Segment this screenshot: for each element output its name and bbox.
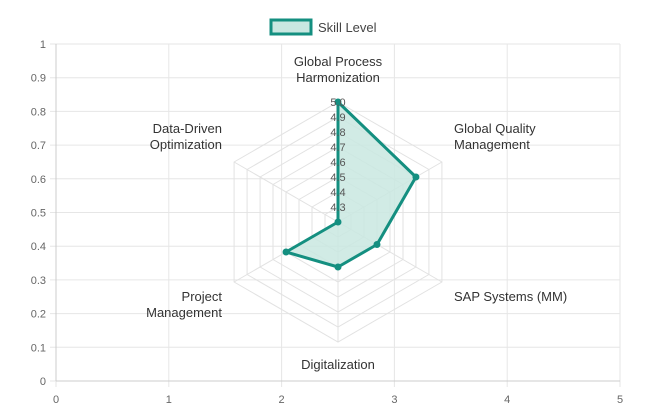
radar-tick-label: 4.7 [330,142,345,154]
radar-tick-label: 4.3 [330,202,345,214]
y-axis-ticks: 0 0.1 0.2 0.3 0.4 0.5 0.6 0.7 0.8 0.9 1 [31,39,46,388]
x-tick-label: 2 [279,394,285,406]
radar-ring [246,116,430,328]
x-tick-label: 1 [166,394,172,406]
radar-series-area [284,100,418,269]
y-tick-label: 1 [40,39,46,51]
radar-data-point [282,248,290,256]
radar-category-label: Digitalization [301,357,375,372]
legend-swatch [269,18,313,36]
radar-tick-label: 4.9 [330,112,345,124]
x-axis-ticks: 0 1 2 3 4 5 [53,394,623,406]
y-tick-label: 0.1 [31,342,46,354]
x-tick-label: 5 [617,394,623,406]
y-tick-label: 0.4 [31,241,46,253]
x-tick-label: 0 [53,394,59,406]
radar-tick-label: 4.6 [330,157,345,169]
y-tick-label: 0 [40,376,46,388]
radar-data-point [334,218,342,226]
x-tick-label: 4 [504,394,510,406]
radar-data-point [373,241,381,248]
y-tick-label: 0.5 [31,208,46,220]
radar-ring [233,101,443,343]
y-tick-label: 0.8 [31,106,46,118]
radar-category-label: Management [454,137,530,152]
y-tick-label: 0.7 [31,140,46,152]
radar-category-label: Global Process [294,54,383,69]
radar-category-label: Data-Driven [153,121,222,136]
radar-category-label: Harmonization [296,70,380,85]
radar-tick-labels: 4.3 4.4 4.5 4.6 4.7 4.8 4.9 5.0 [330,97,345,214]
radar-category-label: Global Quality [454,121,536,136]
radar-category-label: Management [146,305,222,320]
radar-category-label: Optimization [150,137,222,152]
radar-data-point [334,98,342,106]
y-tick-label: 0.9 [31,73,46,85]
y-tick-label: 0.3 [31,275,46,287]
cartesian-grid [50,43,621,387]
radar-tick-label: 4.8 [330,127,345,139]
legend-label: Skill Level [318,20,377,35]
radar-category-label: SAP Systems (MM) [454,289,567,304]
radar-tick-label: 4.5 [330,172,345,184]
radar-data-point [412,173,420,181]
cartesian-axes [55,44,620,382]
y-tick-label: 0.6 [31,174,46,186]
y-tick-label: 0.2 [31,309,46,321]
legend[interactable]: Skill Level [269,18,377,36]
radar-tick-label: 5.0 [330,97,345,109]
x-tick-label: 3 [391,394,397,406]
radar-tick-label: 4.4 [330,187,345,199]
radar-category-label: Project [182,289,223,304]
radar-series [282,98,420,271]
radar-data-point [334,263,342,271]
